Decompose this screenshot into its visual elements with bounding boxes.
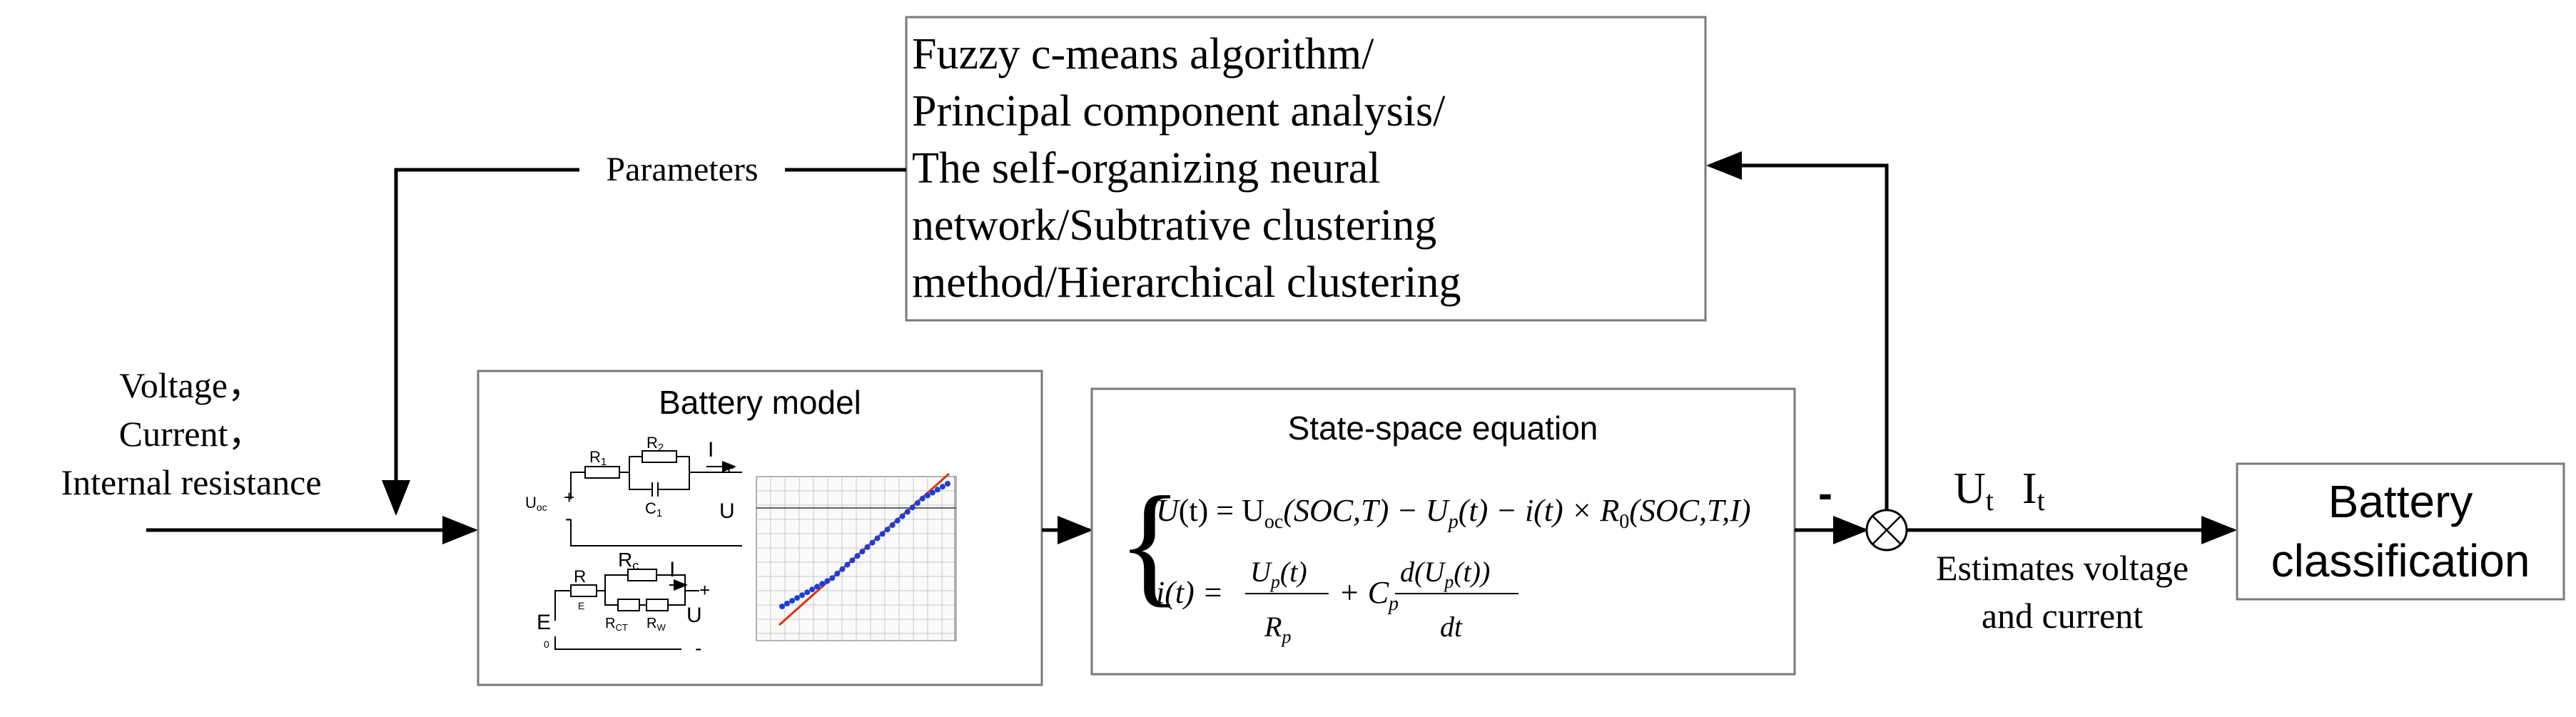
algorithm-line-3: The self-organizing neural [912, 144, 1380, 193]
svg-text:I: I [669, 558, 675, 581]
svg-text:R: R [574, 567, 586, 586]
mini-plot-point [809, 586, 816, 593]
mini-plot-point [899, 513, 906, 519]
algorithm-line-5: method/Hierarchical clustering [912, 258, 1461, 307]
svg-text:-: - [565, 507, 572, 529]
mini-plot-point [864, 544, 871, 550]
estimates-line-1: Estimates voltage [1936, 548, 2189, 588]
mini-plot-point [874, 535, 881, 541]
mini-plot-point [904, 509, 911, 515]
equation-2: i(t) = Up(t) Rp + Cp d(Up(t)) dt [1156, 556, 1518, 647]
svg-text:d(Up(t)): d(Up(t)) [1400, 556, 1490, 592]
mini-plot-point [940, 484, 945, 490]
mini-plot-point [914, 500, 921, 507]
mini-plot-point [889, 522, 896, 528]
svg-text:R2: R2 [646, 434, 664, 454]
svg-text:dt: dt [1440, 611, 1463, 643]
circle-cross-icon [1865, 509, 1908, 551]
mini-plot-point [814, 584, 821, 590]
parameters-label: Parameters [606, 151, 758, 188]
mini-plot-point [844, 561, 851, 568]
mini-plot-point [824, 578, 831, 584]
svg-text:+: + [699, 579, 710, 601]
battery-model-title: Battery model [659, 384, 861, 421]
mini-plot-point [794, 595, 801, 601]
mini-plot-point [799, 592, 806, 599]
mini-plot-point [909, 504, 916, 511]
feedback-line [1706, 151, 1889, 510]
mini-plot-point [839, 566, 846, 572]
svg-text:0: 0 [544, 639, 549, 650]
svg-text:E: E [578, 600, 584, 611]
svg-text:E: E [537, 611, 551, 634]
svg-text:Uoc: Uoc [525, 494, 547, 513]
classification-box [2236, 462, 2565, 601]
mini-plot-point [929, 489, 935, 496]
mini-plot-point [819, 581, 826, 587]
mini-plot-point [945, 481, 950, 487]
circuit-bottom: R E Rc RCT RW E 0 I + U - [537, 549, 710, 659]
parameters-line-left [382, 168, 579, 516]
state-space-brace: { [1117, 469, 1182, 619]
mini-plot-point [784, 601, 790, 606]
algorithm-line-2: Principal component analysis/ [912, 87, 1446, 136]
minus-sign: - [1818, 469, 1832, 517]
mini-plot-point [859, 549, 866, 555]
svg-text:U: U [686, 604, 702, 627]
algorithm-line-1: Fuzzy c-means algorithm/ [912, 30, 1374, 78]
mini-plot-point [884, 527, 891, 533]
equation-1: U(t) = Uoc(SOC,T) − Up(t) − i(t) × R0(SO… [1156, 493, 1751, 533]
mini-plot-point [829, 575, 836, 581]
svg-text:C1: C1 [645, 499, 662, 519]
svg-text:R1: R1 [589, 448, 607, 468]
input-internal-resistance: Internal resistance [61, 462, 321, 502]
estimates-line-2: and current [1982, 596, 2143, 636]
circuit-top: R1 R2 C1 Uoc + - I + U [525, 434, 742, 546]
mini-plot-point [804, 589, 811, 596]
state-space-title: State-space equation [1288, 410, 1598, 447]
mini-plot-point [834, 571, 841, 576]
svg-text:-: - [695, 637, 701, 659]
mini-plot-point [869, 539, 876, 546]
svg-text:RW: RW [646, 616, 666, 633]
mini-plot-point [879, 531, 886, 537]
svg-text:i(t) =: i(t) = [1156, 575, 1223, 610]
mini-plot-point [894, 517, 901, 524]
classification-line-2: classification [2271, 535, 2530, 586]
mini-plot-point [934, 487, 940, 493]
algorithm-line-4: network/Subtrative clustering [912, 201, 1436, 250]
svg-text:Up(t): Up(t) [1250, 556, 1307, 592]
classification-line-1: Battery [2328, 476, 2473, 527]
mini-plot-point [849, 557, 856, 564]
mini-plot-point [854, 553, 861, 559]
svg-text:Rc: Rc [618, 549, 639, 573]
state-space-box [1090, 387, 1796, 676]
svg-text:+: + [724, 457, 734, 479]
svg-text:+: + [564, 487, 574, 508]
input-voltage: Voltage， [119, 365, 263, 405]
svg-text:+ Cp: + Cp [1339, 575, 1399, 615]
mini-plot-point [924, 492, 930, 499]
svg-text:RCT: RCT [605, 616, 628, 633]
mini-plot-point [779, 604, 785, 609]
algorithms-box [905, 16, 1707, 322]
input-current: Current， [119, 414, 264, 454]
svg-text:I: I [708, 438, 714, 462]
mini-plot-point [789, 598, 796, 604]
svg-text:U: U [719, 499, 735, 523]
mini-fit-plot [756, 472, 957, 641]
mini-plot-point [919, 495, 926, 502]
svg-text:Rp: Rp [1264, 611, 1291, 647]
